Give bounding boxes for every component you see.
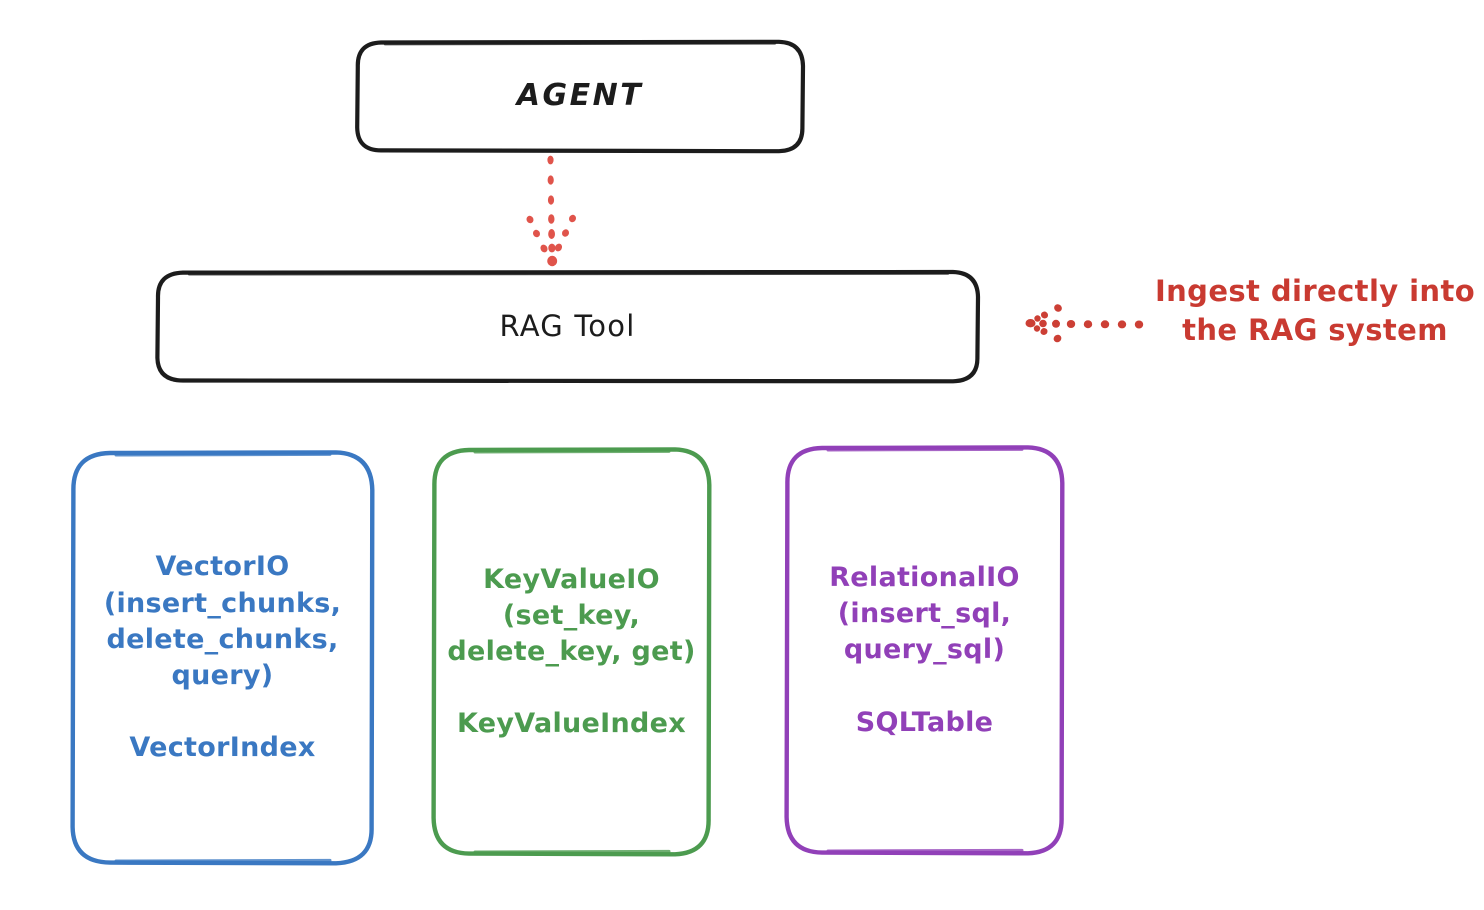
node-agent[interactable]: AGENT: [355, 39, 806, 154]
node-key-value-io[interactable]: KeyValueIO (set_key, delete_key, get) Ke…: [431, 447, 712, 857]
annotation-ingest-text: Ingest directly into the RAG system: [1154, 274, 1476, 348]
connector-agent-to-rag-tool: [500, 155, 620, 270]
vector-io-node-label: VectorIO (insert_chunks, delete_chunks, …: [103, 551, 342, 764]
ingest-arrow-icon: [1022, 300, 1144, 348]
node-vector-io[interactable]: VectorIO (insert_chunks, delete_chunks, …: [70, 450, 375, 866]
node-relational-io[interactable]: RelationalIO (insert_sql, query_sql) SQL…: [784, 445, 1065, 856]
relational-io-node-label: RelationalIO (insert_sql, query_sql) SQL…: [829, 562, 1020, 738]
agent-node-label: AGENT: [516, 78, 644, 114]
key-value-io-node-label: KeyValueIO (set_key, delete_key, get) Ke…: [447, 563, 696, 740]
node-rag-tool[interactable]: RAG Tool: [155, 269, 981, 384]
annotation-ingest: Ingest directly into the RAG system: [1022, 272, 1477, 367]
rag-tool-node-label: RAG Tool: [499, 308, 636, 343]
